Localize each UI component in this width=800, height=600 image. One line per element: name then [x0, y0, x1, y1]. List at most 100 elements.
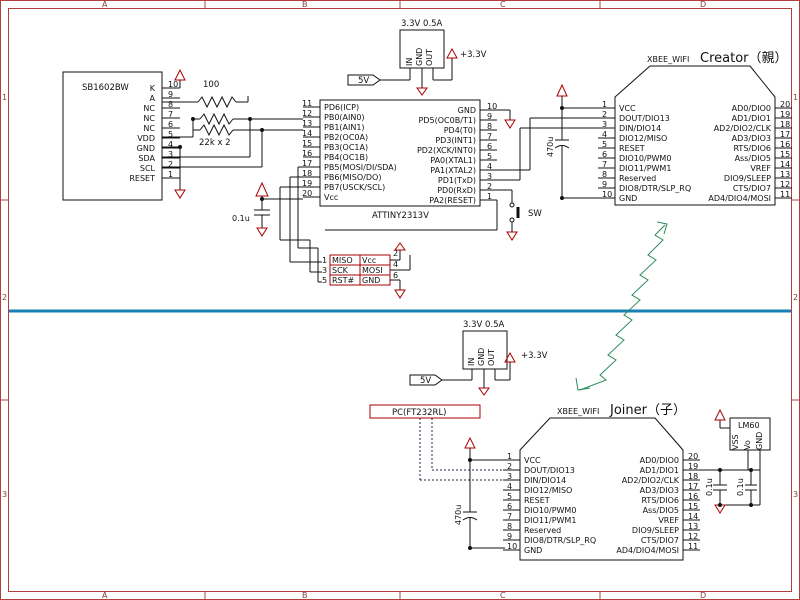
isp-gnd: GND — [362, 276, 380, 285]
xbee_top-right-num-20: 20 — [780, 100, 790, 109]
xbee_top-left-num-2: 2 — [602, 110, 607, 119]
mcu-right-num-2: 2 — [487, 182, 492, 191]
frame-col-d: D — [700, 0, 706, 9]
mcu-right-num-8: 8 — [487, 122, 492, 131]
lcd-pin-label-9: A — [150, 94, 156, 103]
xbee_top-left-label-1: VCC — [619, 104, 636, 113]
reg-top-pin-gnd: GND — [415, 48, 424, 66]
isp-pin-6: 6 — [393, 271, 398, 280]
mcu-right-label-5: PA0(XTAL1) — [430, 156, 476, 165]
xbee_top-left-label-10: GND — [619, 194, 637, 203]
xbee_bottom-left-label-3: DIN/DIO14 — [524, 476, 566, 485]
xbee_bottom-left-num-10: 10 — [507, 542, 517, 551]
mcu-right-num-6: 6 — [487, 142, 492, 151]
mcu-left-label-17: PB5(MOSI/DI/SDA) — [324, 163, 397, 172]
isp-vcc: Vcc — [362, 256, 376, 265]
mcu-right-label-3: PD1(TxD) — [438, 176, 476, 185]
reg-top-pin-out: OUT — [425, 49, 434, 66]
lcd-pin-label-4: GND — [137, 144, 155, 153]
frame-col-c: C — [500, 0, 506, 9]
xbee_bottom-left-label-7: DIO11/PWM1 — [524, 516, 576, 525]
reg-top-pin-in: IN — [405, 58, 414, 66]
xbee_bottom-right-label-14: VREF — [658, 516, 679, 525]
xbee_bottom-left-label-6: DIO10/PWM0 — [524, 506, 576, 515]
xbee_bottom-right-label-13: DIO9/SLEEP — [632, 526, 679, 535]
lcd-pin-num-10: 10 — [168, 80, 178, 89]
mcu-left-label-11: PD6(ICP) — [324, 103, 359, 112]
xbee_top-left-label-7: DIO11/PWM1 — [619, 164, 671, 173]
xbee-creator: XBEE_WIFI Creator（親） VCC1DOUT/DIO132DIN/… — [598, 51, 792, 206]
xbee_top-left-label-2: DOUT/DIO13 — [619, 114, 670, 123]
lcd-pin-num-5: 5 — [168, 130, 173, 139]
mcu-left-num-19: 19 — [302, 179, 312, 188]
xbee_bottom-right-num-17: 17 — [688, 482, 698, 491]
lcd-pin-num-9: 9 — [168, 90, 173, 99]
mcu-right-num-1: 1 — [487, 192, 492, 201]
xbee_top-left-num-1: 1 — [602, 100, 607, 109]
pc-label: PC(FT232RL) — [392, 408, 447, 418]
lcd-name: SB1602BW — [82, 83, 129, 93]
mcu-left-num-12: 12 — [302, 109, 312, 118]
wiring — [162, 80, 697, 471]
reg-top-title: 3.3V 0.5A — [401, 19, 443, 29]
resistor-100-label: 100 — [203, 80, 219, 90]
xbee_bottom-left-num-1: 1 — [507, 452, 512, 461]
mcu-right-label-6: PD2(XCK/INT0) — [417, 146, 476, 155]
isp-pin-2: 2 — [393, 249, 398, 258]
resistor-pullups — [192, 112, 234, 137]
isp-pin-4: 4 — [393, 260, 398, 269]
lcd-pin-label-5: VDD — [137, 134, 155, 143]
lm60-cap2-label: 0.1u — [736, 478, 745, 496]
xbee_top-right-num-15: 15 — [780, 150, 790, 159]
xbee_top-right-num-19: 19 — [780, 110, 790, 119]
xbee_top-left-label-8: Reserved — [619, 174, 656, 183]
regulator-top: 3.3V 0.5A IN GND OUT 5V +3.3V — [347, 19, 487, 96]
mcu-right-num-5: 5 — [487, 152, 492, 161]
xbee_bottom-left-num-4: 4 — [507, 482, 512, 491]
reg-top-out-label: +3.3V — [460, 50, 487, 60]
xbee_bottom-right-label-12: CTS/DIO7 — [641, 536, 679, 545]
mcu-right-label-7: PD3(INT1) — [435, 136, 476, 145]
xbee_top-right-num-11: 11 — [780, 190, 790, 199]
mcu-left-num-11: 11 — [302, 99, 312, 108]
mcu-left-num-16: 16 — [302, 149, 312, 158]
mcu-left-label-13: PB1(AIN1) — [324, 123, 365, 132]
frame-row-1-right: 1 — [793, 93, 798, 102]
xbee_bottom-left-label-8: Reserved — [524, 526, 561, 535]
xbee_top-left-label-3: DIN/DIO14 — [619, 124, 661, 133]
xbee_bottom-right-num-16: 16 — [688, 492, 698, 501]
xbee_bottom-left-num-7: 7 — [507, 512, 512, 521]
frame-row-3: 3 — [2, 490, 7, 499]
capacitor-470u-bottom — [462, 448, 505, 549]
frame-row-2-right: 2 — [793, 293, 798, 302]
xbee_top-right-num-13: 13 — [780, 170, 790, 179]
frame-col-a: A — [102, 0, 108, 9]
xbee_top-left-num-8: 8 — [602, 170, 607, 179]
xbee_top-right-label-14: VREF — [750, 164, 771, 173]
mcu-left-num-14: 14 — [302, 129, 312, 138]
reg-bottom-pin-out: OUT — [487, 349, 496, 366]
xbee_top-left-num-5: 5 — [602, 140, 607, 149]
xbee_top-right-label-11: AD4/DIO4/MOSI — [708, 194, 771, 203]
xbee-bottom-role: Joiner（子） — [609, 403, 686, 418]
regulator-bottom: 3.3V 0.5A IN GND OUT 5V +3.3V — [409, 320, 548, 396]
xbee_bottom-left-num-8: 8 — [507, 522, 512, 531]
xbee_bottom-right-num-12: 12 — [688, 532, 698, 541]
xbee_top-right-num-14: 14 — [780, 160, 790, 169]
xbee_bottom-right-num-14: 14 — [688, 512, 698, 521]
reg-bottom-pin-gnd: GND — [477, 348, 486, 366]
lm60-sensor: LM60 VSS Vo GND 0.1u 0.1u — [697, 408, 771, 514]
xbee_top-left-num-7: 7 — [602, 160, 607, 169]
lcd-pin-num-7: 7 — [168, 110, 173, 119]
xbee_top-left-num-6: 6 — [602, 150, 607, 159]
lcd-pin-label-2: SCL — [140, 164, 156, 173]
xbee_bottom-left-label-10: GND — [524, 546, 542, 555]
xbee_top-right-num-18: 18 — [780, 120, 790, 129]
isp-pin-5: 5 — [322, 276, 327, 285]
mcu-right-num-3: 3 — [487, 172, 492, 181]
reg-bottom-title: 3.3V 0.5A — [463, 320, 505, 330]
mcu-left-num-15: 15 — [302, 139, 312, 148]
